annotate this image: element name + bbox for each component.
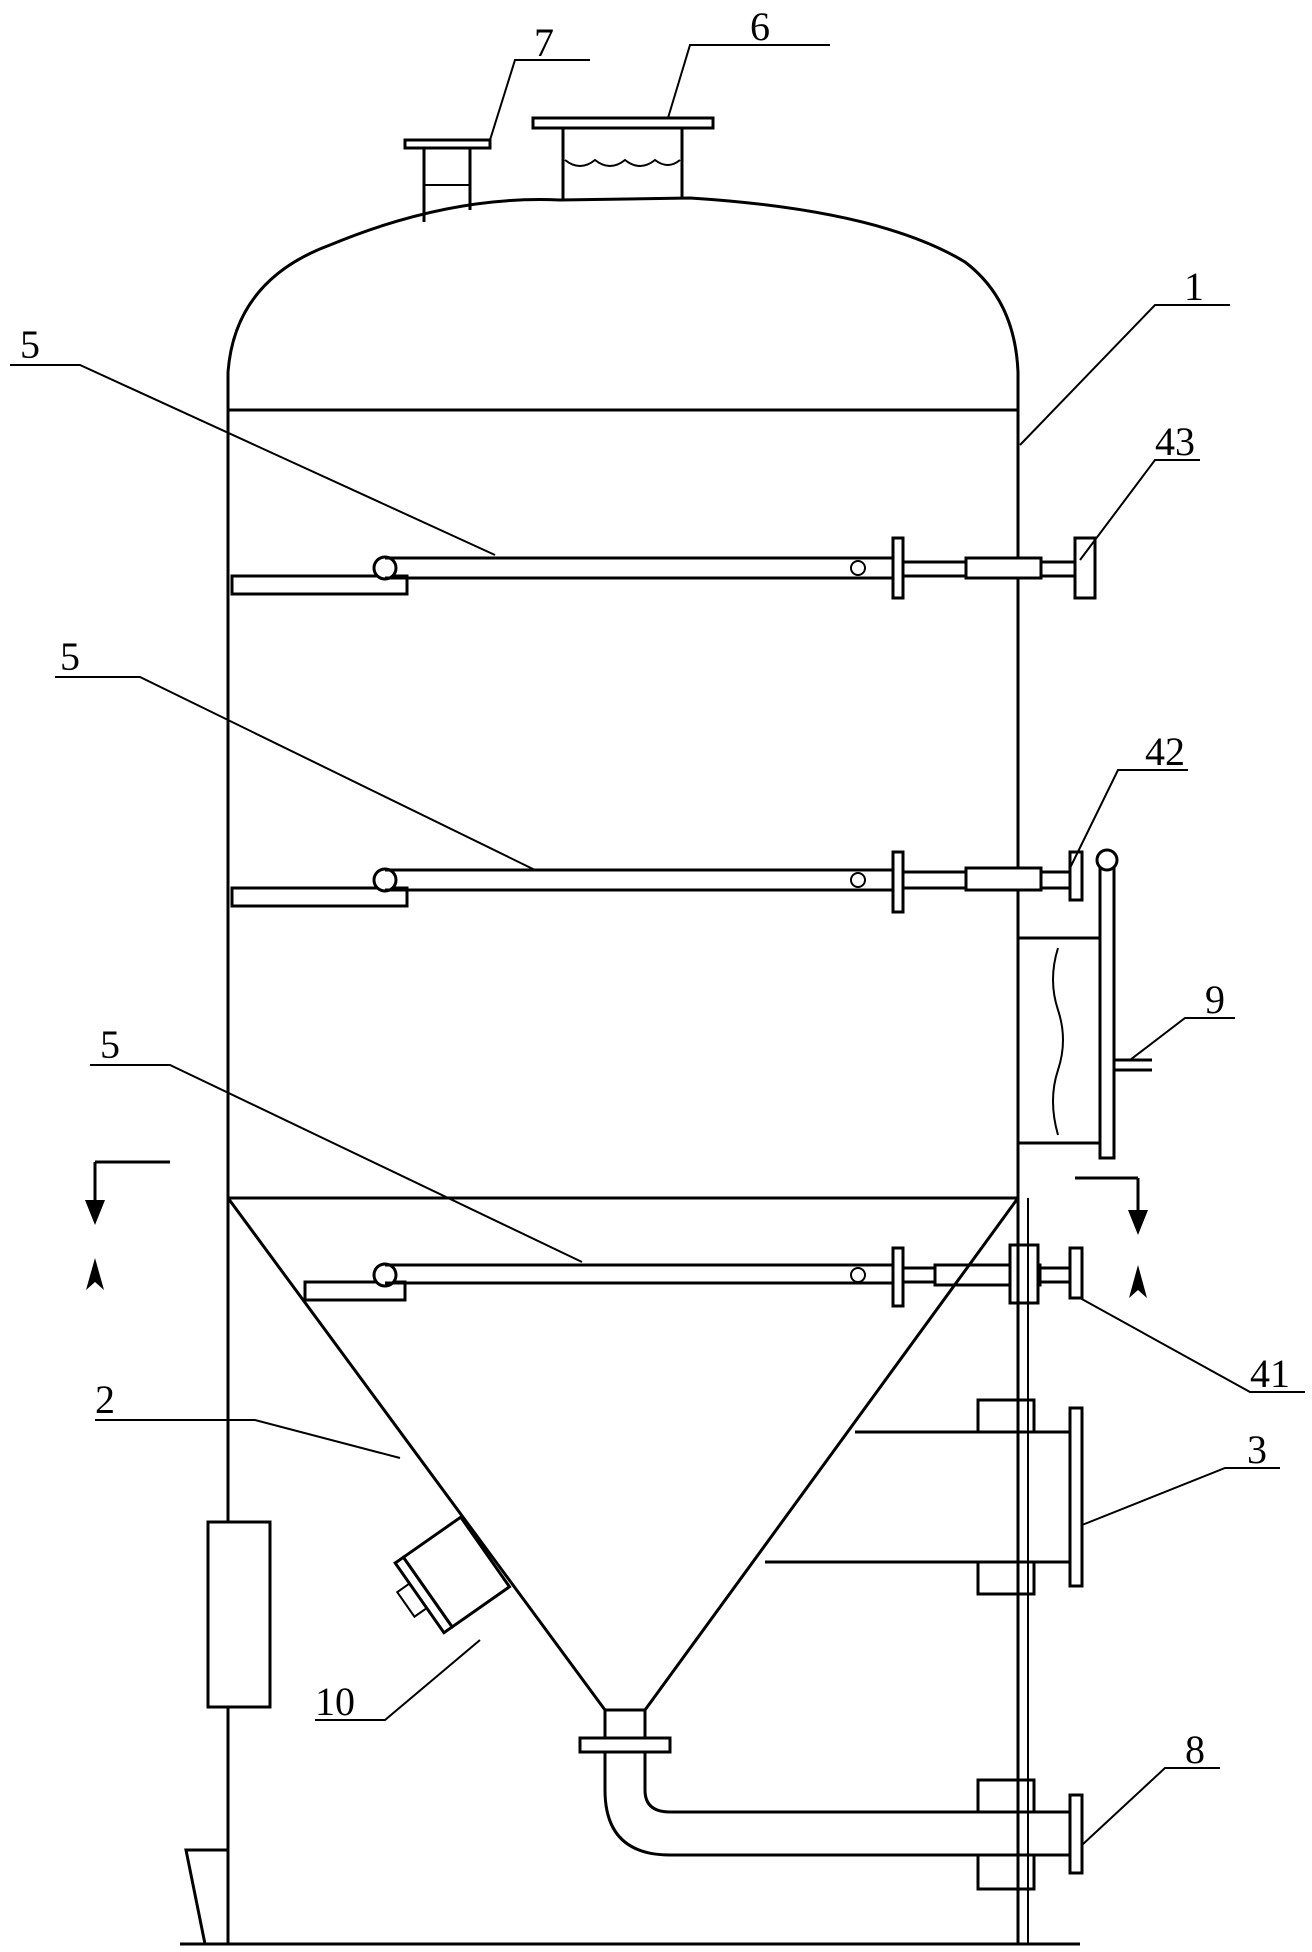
vessel-shell (226, 196, 1020, 1200)
label-top-manhole: 6 (750, 4, 770, 49)
label-distributor-lower: 5 (100, 1022, 120, 1067)
label-distributor-middle: 5 (60, 634, 80, 679)
distributor-middle (230, 850, 1084, 914)
label-vessel: 1 (1184, 264, 1204, 309)
label-drain-pipe: 8 (1185, 1727, 1205, 1772)
label-nozzle-42: 42 (1145, 729, 1185, 774)
label-cone: 2 (95, 1377, 115, 1422)
label-nozzle-43: 43 (1155, 419, 1195, 464)
support-legs (180, 1198, 1080, 1946)
section-marker-left (85, 1160, 170, 1290)
label-cone-handhole: 10 (315, 1679, 355, 1724)
distributor-upper (230, 536, 1097, 600)
label-distributor-upper: 5 (20, 322, 40, 367)
cone-bottom (226, 1197, 1020, 1754)
vent-nozzle (403, 138, 492, 222)
label-nozzle-41: 41 (1250, 1351, 1290, 1396)
side-manhole (1016, 848, 1152, 1160)
callout-labels: 7 6 1 43 42 9 41 3 8 10 2 5 5 5 (20, 4, 1290, 1772)
label-outlet-pipe: 3 (1247, 1427, 1267, 1472)
cone-handhole (393, 1515, 512, 1635)
distributor-lower (303, 1243, 1084, 1308)
section-marker-right (1075, 1176, 1148, 1298)
label-side-manhole: 9 (1205, 977, 1225, 1022)
top-manhole (531, 116, 715, 200)
drain-pipe (603, 1752, 1084, 1891)
leader-lines (10, 44, 1305, 1846)
label-vent-nozzle: 7 (534, 20, 554, 65)
outlet-pipe (765, 1398, 1084, 1596)
